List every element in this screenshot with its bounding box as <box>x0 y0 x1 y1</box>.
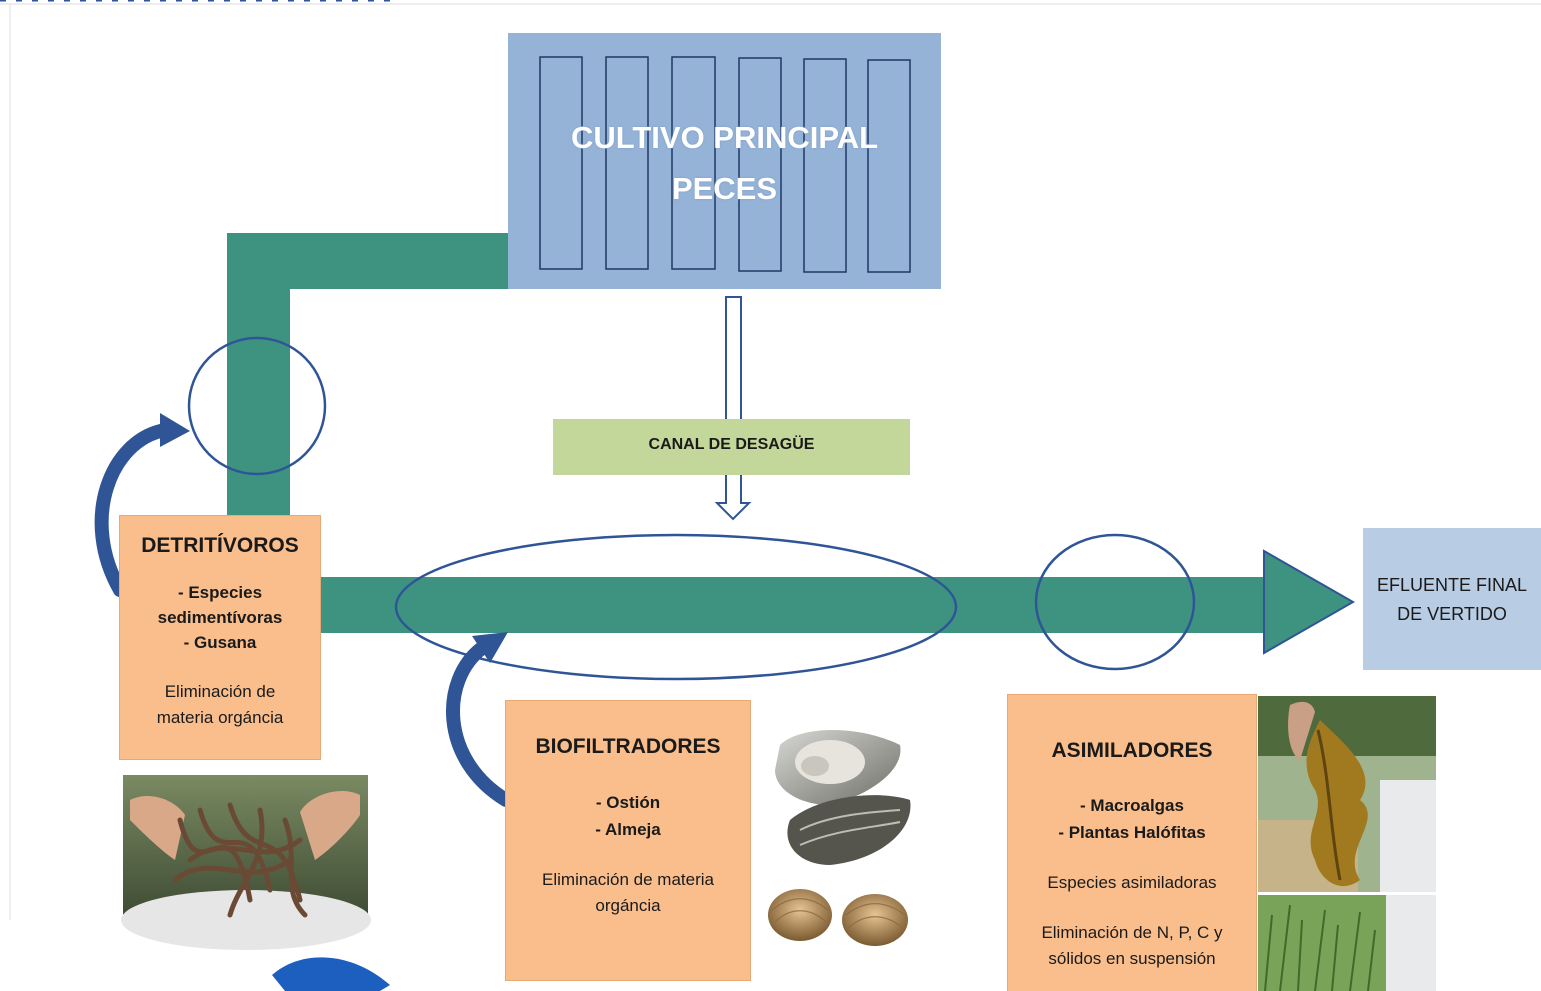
detritivores-title: DETRITÍVOROS <box>141 534 299 557</box>
clam-photo <box>768 889 908 946</box>
main-culture-label: CULTIVO PRINCIPAL PECES <box>508 112 941 214</box>
return-pipe-vertical <box>227 233 290 518</box>
final-effluent-label: EFLUENTE FINAL DE VERTIDO <box>1363 571 1541 629</box>
biofilters-desc-1: Eliminación de materia <box>542 870 714 889</box>
final-effluent-box <box>1363 528 1541 670</box>
detritivores-item-3: - Gusana <box>183 633 257 652</box>
detritivores-item-2: sedimentívoras <box>157 608 283 627</box>
biofilters-ellipse <box>394 533 958 681</box>
drain-channel-box <box>553 419 910 475</box>
detritivores-box: DETRITÍVOROS - Especies sedimentívoras -… <box>119 515 321 760</box>
detritivores-desc-2: materia orgáncia <box>156 708 284 727</box>
final-effluent-line2: DE VERTIDO <box>1397 604 1507 624</box>
drain-channel-label: CANAL DE DESAGÜE <box>648 436 815 453</box>
biofilters-curved-arrow <box>446 632 513 807</box>
final-effluent-line1: EFLUENTE FINAL <box>1376 575 1528 595</box>
halophyte-plant-photo <box>1258 895 1436 991</box>
main-culture-line1: CULTIVO PRINCIPAL <box>570 120 879 155</box>
drain-arrow <box>714 296 752 521</box>
raceway-tanks <box>539 56 911 273</box>
assimilators-item-2: - Plantas Halófitas <box>1058 823 1206 842</box>
assimilators-item-1: - Macroalgas <box>1080 796 1184 815</box>
main-pipe <box>320 577 1268 633</box>
assimilators-title: ASIMILADORES <box>1051 739 1213 762</box>
logo-partial <box>272 957 390 991</box>
assimilators-desc-2: Eliminación de N, P, C y <box>1041 923 1223 942</box>
assimilators-circle <box>1034 533 1196 671</box>
biofilters-item-2: - Almeja <box>595 820 661 839</box>
assimilators-desc-1: Especies asimiladoras <box>1047 873 1217 892</box>
detritivores-curved-arrow <box>94 413 190 597</box>
detritivores-desc-1: Eliminación de <box>164 682 276 701</box>
biofilters-title: BIOFILTRADORES <box>535 735 721 758</box>
detritivores-circle <box>187 336 327 476</box>
biofilters-desc-2: orgáncia <box>595 896 661 915</box>
biofilters-item-1: - Ostión <box>595 793 661 812</box>
flow-arrowhead <box>1263 549 1356 655</box>
main-culture-line2: PECES <box>671 171 778 206</box>
worms-in-hands-photo <box>121 775 371 950</box>
oyster-photo <box>775 730 911 865</box>
detritivores-item-1: - Especies <box>177 583 263 602</box>
assimilators-desc-3: sólidos en suspensión <box>1048 949 1216 968</box>
assimilators-box: ASIMILADORES - Macroalgas - Plantas Haló… <box>1007 694 1257 991</box>
biofilters-box: BIOFILTRADORES - Ostión - Almeja Elimina… <box>505 700 751 981</box>
main-culture-box <box>508 33 941 289</box>
seaweed-photo <box>1258 696 1436 892</box>
